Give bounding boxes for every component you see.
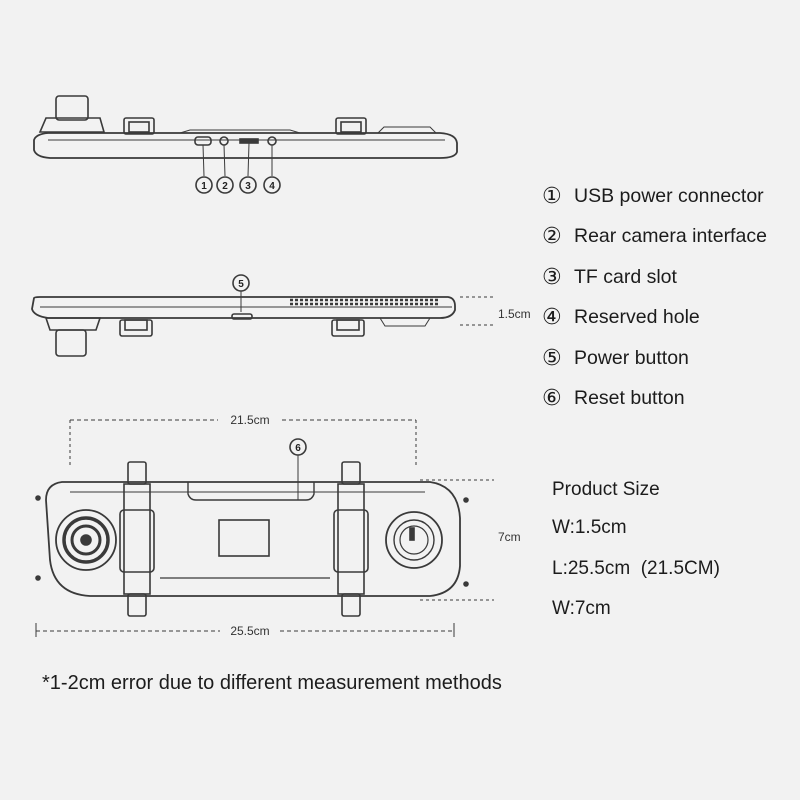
- top-view: [33, 95, 458, 194]
- measurement-footnote: *1-2cm error due to different measuremen…: [42, 672, 502, 694]
- side-view: [31, 274, 495, 357]
- front-view: [35, 419, 494, 637]
- display-window: [218, 519, 270, 557]
- callout-2: 2: [222, 181, 228, 192]
- spec-height: W:7cm: [552, 598, 611, 619]
- product-size-spec: Product Size W:1.5cm L:25.5cm (21.5CM) W…: [552, 478, 720, 638]
- legend-item: ① USB power connector: [542, 176, 767, 217]
- mount-clip: [335, 117, 367, 135]
- legend-number: ①: [542, 183, 562, 209]
- mount-clip: [123, 117, 155, 135]
- legend-label: Rear camera interface: [574, 225, 767, 248]
- dimension-thickness: 1.5cm: [498, 307, 531, 321]
- legend-item: ⑥ Reset button: [542, 379, 767, 420]
- legend-label: TF card slot: [574, 265, 677, 288]
- legend-number: ⑥: [542, 386, 562, 412]
- legend-item: ② Rear camera interface: [542, 217, 767, 258]
- power-button: [231, 313, 253, 320]
- camera-lens: [385, 511, 443, 569]
- callout-6: 6: [295, 443, 301, 454]
- camera-knob: [55, 95, 89, 121]
- reserved-hole: [267, 136, 277, 146]
- legend-number: ④: [542, 305, 562, 331]
- rear-camera-port: [219, 136, 229, 146]
- legend-item: ⑤ Power button: [542, 338, 767, 379]
- callout-5: 5: [238, 279, 244, 290]
- legend-number: ②: [542, 224, 562, 250]
- legend-number: ⑤: [542, 345, 562, 371]
- callout-4: 4: [269, 181, 275, 192]
- legend-label: USB power connector: [574, 184, 764, 207]
- legend-item: ③ TF card slot: [542, 257, 767, 298]
- spec-length: L:25.5cm (21.5CM): [552, 557, 720, 579]
- mount-pad: [119, 509, 155, 573]
- legend-number: ③: [542, 264, 562, 290]
- tf-card-slot: [239, 138, 259, 144]
- callout-1: 1: [201, 181, 207, 192]
- usb-port: [194, 136, 212, 146]
- dimension-height: 7cm: [498, 530, 521, 544]
- camera-knob: [55, 329, 87, 357]
- dimension-inner-length: 21.5cm: [230, 413, 269, 427]
- component-legend: ① USB power connector ② Rear camera inte…: [542, 176, 767, 419]
- legend-label: Power button: [574, 346, 689, 369]
- legend-label: Reset button: [574, 387, 685, 410]
- spec-title: Product Size: [552, 479, 660, 500]
- legend-item: ④ Reserved hole: [542, 298, 767, 339]
- dimension-length: 25.5cm: [230, 624, 269, 638]
- spec-width: W:1.5cm: [552, 517, 627, 538]
- mount-pad: [333, 509, 369, 573]
- legend-label: Reserved hole: [574, 306, 700, 329]
- speaker-grille: [55, 509, 117, 571]
- callout-3: 3: [245, 181, 251, 192]
